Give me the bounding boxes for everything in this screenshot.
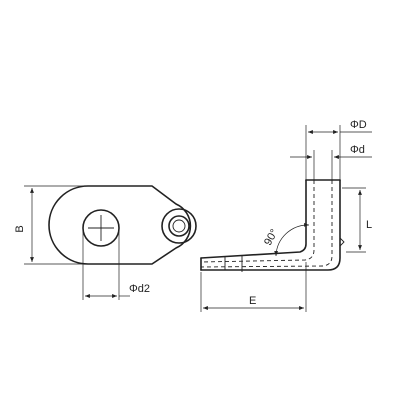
- dim-E-label: E: [249, 295, 256, 307]
- dim-d2-label: Φd2: [129, 283, 150, 295]
- dim-D-label: ΦD: [350, 119, 367, 131]
- barrel-core-circle: [172, 219, 186, 233]
- dim-d-label: Φd: [350, 144, 365, 156]
- lug-side-view: ΦD Φd L E 90°: [200, 119, 372, 312]
- side-outline-inner: [200, 179, 307, 259]
- barrel-outer-circle: [161, 208, 197, 244]
- lug-outline: [48, 185, 192, 265]
- angle-arc: [274, 222, 310, 257]
- barrel-ridge: [339, 237, 345, 247]
- barrel-inner-circle: [168, 215, 190, 237]
- angle-label: 90°: [262, 227, 281, 247]
- dim-b-label: B: [14, 225, 26, 232]
- lug-top-view: B Φd2: [14, 185, 197, 300]
- side-outline-outer: [200, 179, 341, 271]
- bolt-hole: [82, 209, 120, 247]
- dim-L-label: L: [366, 219, 372, 231]
- bore-hidden-left: [200, 180, 315, 263]
